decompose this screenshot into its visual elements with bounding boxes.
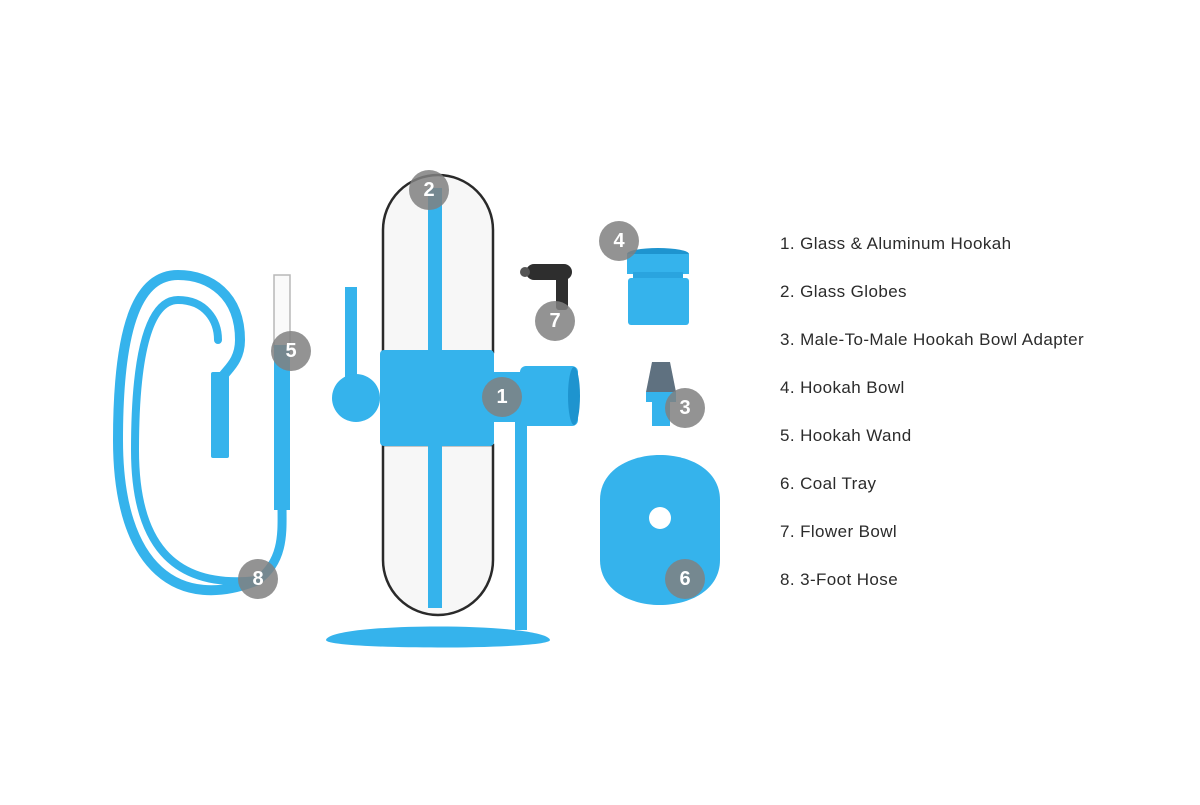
callout-5: 5 [271, 331, 311, 371]
legend-item: 8. 3-Foot Hose [780, 570, 899, 589]
callout-3: 3 [665, 388, 705, 428]
legend-item: 2. Glass Globes [780, 282, 907, 301]
callout-6: 6 [665, 559, 705, 599]
legend-item: 6. Coal Tray [780, 474, 877, 493]
legend-item: 5. Hookah Wand [780, 426, 912, 445]
legend-item: 1. Glass & Aluminum Hookah [780, 234, 1012, 253]
hookah-base-icon [326, 418, 550, 648]
hookah-wand-icon [273, 274, 291, 510]
callout-2: 2 [409, 170, 449, 210]
callout-7: 7 [535, 301, 575, 341]
legend-item: 7. Flower Bowl [780, 522, 898, 541]
hookah-bowl-icon [627, 248, 689, 325]
hookah-body-icon [332, 287, 580, 446]
hose-icon [112, 269, 287, 596]
parts-legend: 1. Glass & Aluminum Hookah 2. Glass Glob… [780, 232, 1084, 616]
callout-4: 4 [599, 221, 639, 261]
callout-8: 8 [238, 559, 278, 599]
legend-item: 3. Male-To-Male Hookah Bowl Adapter [780, 330, 1085, 349]
legend-item: 4. Hookah Bowl [780, 378, 905, 397]
callout-1: 1 [482, 377, 522, 417]
product-illustration: 1 2 3 4 5 6 7 8 [112, 170, 720, 648]
